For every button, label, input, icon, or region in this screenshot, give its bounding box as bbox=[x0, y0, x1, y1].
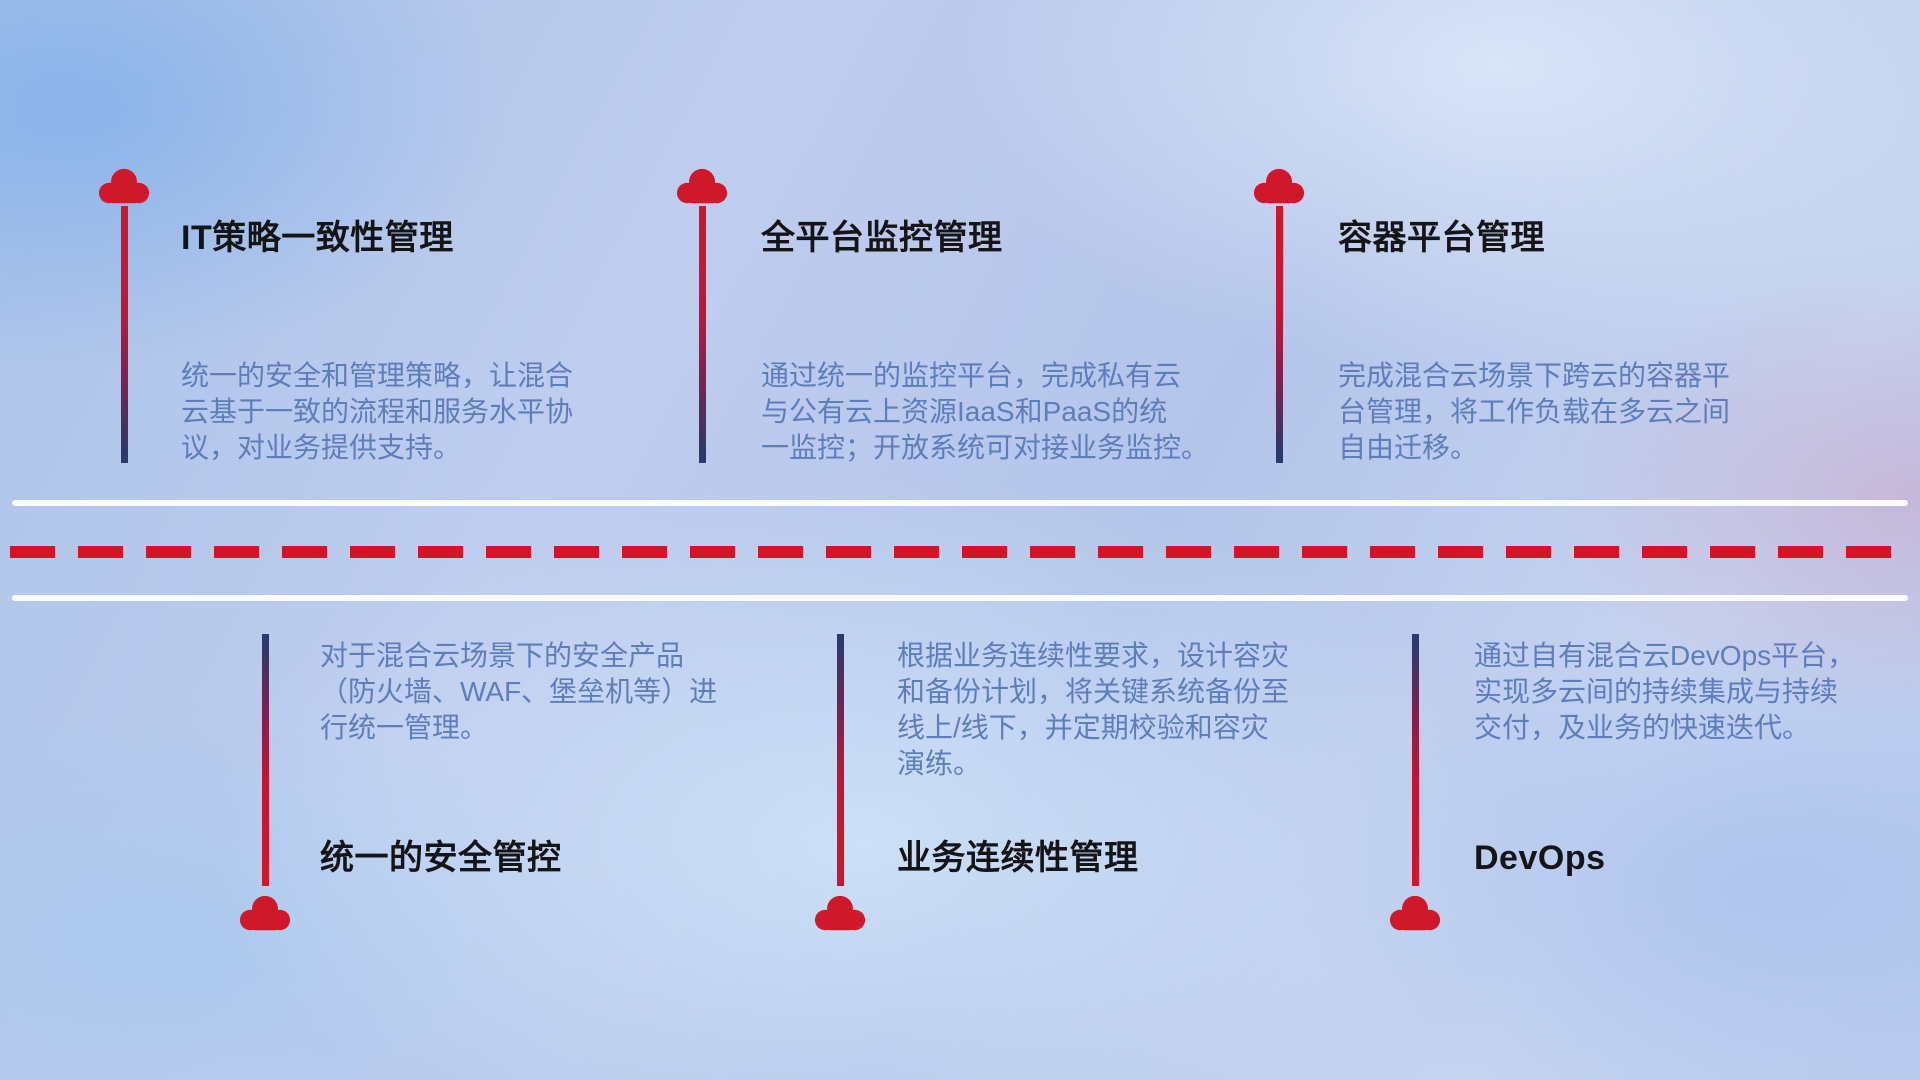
timeline-stem bbox=[1411, 634, 1419, 886]
capability-desc: 根据业务连续性要求，设计容灾 和备份计划，将关键系统备份至 线上/线下，并定期校… bbox=[897, 640, 1290, 779]
cloud-icon bbox=[1387, 894, 1443, 933]
road-white-line-bottom bbox=[12, 595, 1908, 601]
timeline-stem bbox=[836, 634, 844, 886]
capability-desc: 统一的安全和管理策略，让混合 云基于一致的流程和服务水平协 议，对业务提供支持。 bbox=[181, 360, 574, 463]
capability-title: DevOps bbox=[1474, 839, 1606, 877]
cloud-icon bbox=[812, 894, 868, 933]
cloud-icon bbox=[237, 894, 293, 933]
road-white-line-top bbox=[12, 500, 1908, 506]
capability-desc: 完成混合云场景下跨云的容器平 台管理，将工作负载在多云之间 自由迁移。 bbox=[1338, 360, 1731, 463]
capability-desc: 对于混合云场景下的安全产品 （防火墙、WAF、堡垒机等）进 行统一管理。 bbox=[320, 640, 718, 743]
capability-desc: 通过自有混合云DevOps平台， 实现多云间的持续集成与持续 交付，及业务的快速… bbox=[1474, 640, 1856, 743]
capability-title: 全平台监控管理 bbox=[761, 219, 1003, 257]
capability-title: IT策略一致性管理 bbox=[181, 219, 454, 257]
timeline-stem bbox=[120, 206, 128, 463]
capability-title: 容器平台管理 bbox=[1338, 219, 1545, 257]
timeline-stem bbox=[261, 634, 269, 886]
timeline-stem bbox=[698, 206, 706, 463]
road-center-dashed-line bbox=[10, 546, 1914, 558]
capability-title: 统一的安全管控 bbox=[320, 839, 562, 877]
cloud-icon bbox=[96, 167, 152, 206]
capability-desc: 通过统一的监控平台，完成私有云 与公有云上资源IaaS和PaaS的统 一监控；开… bbox=[761, 360, 1210, 463]
timeline-stem bbox=[1275, 206, 1283, 463]
cloud-icon bbox=[674, 167, 730, 206]
capability-title: 业务连续性管理 bbox=[897, 839, 1139, 877]
cloud-icon bbox=[1251, 167, 1307, 206]
